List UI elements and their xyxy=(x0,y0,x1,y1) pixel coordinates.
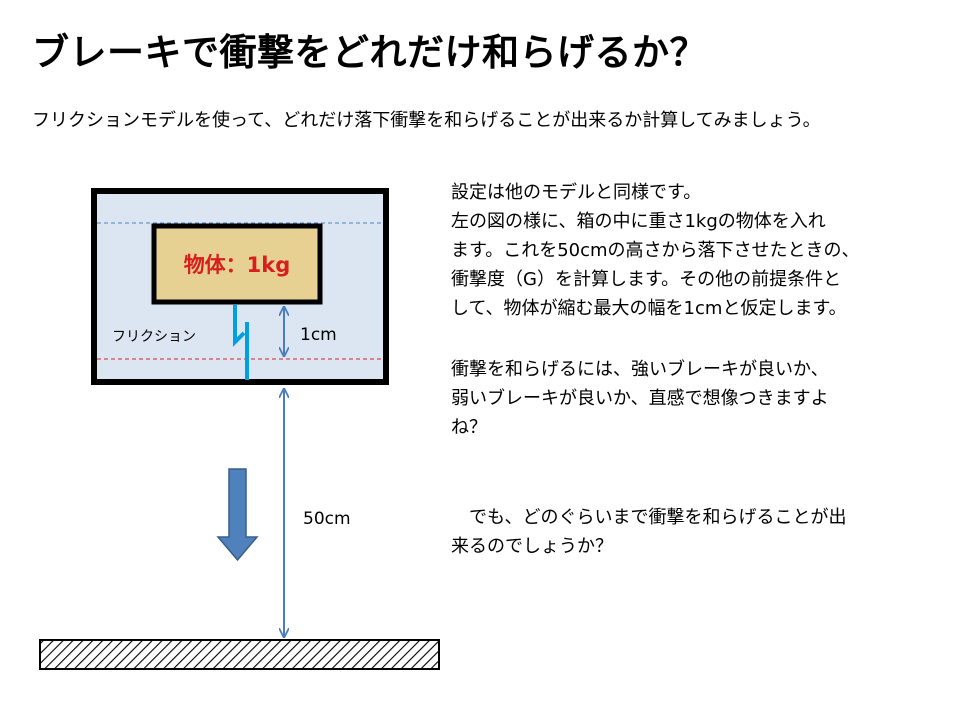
description-line: 左の図の様に、箱の中に重さ1kgの物体を入れ xyxy=(451,211,826,232)
ground-surface xyxy=(39,639,440,670)
friction-brake xyxy=(233,305,246,347)
slide-subtitle: フリクションモデルを使って、どれだけ落下衝撃を和らげることが出来るか計算してみま… xyxy=(32,110,821,131)
description-line: して、物体が縮む最大の幅を1cmと仮定します。 xyxy=(451,298,847,319)
description-paragraph: 左の図の様に、箱の中に重さ1kgの物体を入れ ます。これを50cmの高さから落下… xyxy=(451,207,931,323)
object-block xyxy=(151,223,323,305)
object-label: 物体：1kg xyxy=(184,253,291,277)
question-paragraph: 衝撃を和らげるには、強いブレーキが良いか、 弱いブレーキが良いか、直感で想像つき… xyxy=(451,355,921,442)
question-line: ね？ xyxy=(451,417,487,438)
settings-paragraph: 設定は他のモデルと同様です。 xyxy=(451,182,702,203)
height-label: 50cm xyxy=(303,509,351,529)
description-line: 衝撃度（G）を計算します。その他の前提条件と xyxy=(451,269,842,290)
question-line: 衝撃を和らげるには、強いブレーキが良いか、 xyxy=(451,359,829,380)
closing-paragraph: でも、どのぐらいまで衝撃を和らげることが出 来るのでしょうか？ xyxy=(451,503,921,561)
closing-line: 来るのでしょうか？ xyxy=(451,536,613,557)
slide-title: ブレーキで衝撃をどれだけ和らげるか？ xyxy=(32,31,707,74)
description-line: ます。これを50cmの高さから落下させたときの、 xyxy=(451,240,860,261)
closing-line: でも、どのぐらいまで衝撃を和らげることが出 xyxy=(451,507,847,528)
question-line: 弱いブレーキが良いか、直感で想像つきますよ xyxy=(451,388,829,409)
gap-label: 1cm xyxy=(300,325,337,345)
falling-arrow-icon xyxy=(216,468,259,562)
friction-label: フリクション xyxy=(112,329,196,345)
